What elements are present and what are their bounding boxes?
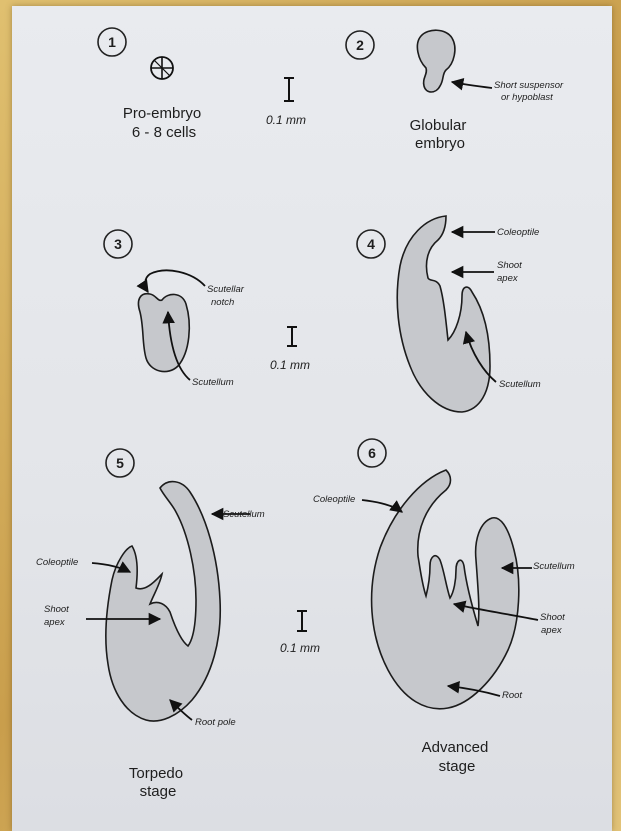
pro-embryo-cell-icon (151, 57, 173, 79)
stage-5-caption-line-1: Torpedo (129, 765, 183, 782)
page-sheet: 1 Pro-embryo 6 - 8 cells 0.1 mm 2 Short … (12, 6, 612, 831)
stage-2: 2 Short suspensor or hypoblast Globular … (346, 30, 564, 152)
scale-bar-1-label: 0.1 mm (266, 113, 306, 127)
shoot-apex-label-5-line-2: apex (44, 617, 66, 628)
shoot-apex-label-4-line-2: apex (497, 273, 519, 284)
stage-1: 1 Pro-embryo 6 - 8 cells (98, 28, 201, 141)
scale-bar-3-label: 0.1 mm (280, 641, 320, 655)
root-label: Root (502, 690, 522, 701)
stage-1-number: 1 (108, 34, 116, 50)
stage-6-number: 6 (368, 445, 376, 461)
scutellum-label-5: Scutellum (223, 509, 265, 520)
short-suspensor-label-line-1: Short suspensor (494, 80, 564, 91)
scutellum-label-4: Scutellum (499, 379, 541, 390)
stage-1-caption-line-1: Pro-embryo (123, 105, 201, 122)
stage-6: 6 Coleoptile Scutellum Shoot apex Root A… (313, 439, 575, 775)
shoot-apex-label-5-line-1: Shoot (44, 604, 69, 615)
globular-embryo-shape (417, 30, 454, 92)
short-suspensor-label-line-2: or hypoblast (501, 92, 553, 103)
stage-2-caption-line-2: embryo (415, 135, 465, 152)
coleoptile-arrow-6 (362, 500, 402, 512)
shoot-apex-label-6-line-1: Shoot (540, 612, 565, 623)
stage-3-number: 3 (114, 236, 122, 252)
stage-3-embryo-shape (138, 294, 189, 372)
scale-bar-3: 0.1 mm (280, 611, 320, 655)
root-pole-label: Root pole (195, 717, 236, 728)
coleoptile-label-4: Coleoptile (497, 227, 539, 238)
stage-6-caption-line-2: stage (439, 758, 476, 775)
advanced-embryo-shape (372, 470, 519, 709)
scutellum-label-6: Scutellum (533, 561, 575, 572)
stage-5: 5 Scutellum Coleoptile Shoot apex Root p… (36, 449, 265, 800)
torpedo-embryo-shape (106, 482, 220, 721)
short-suspensor-arrow (452, 82, 492, 88)
scutellar-notch-arrow (145, 270, 205, 292)
scutellar-notch-label-line-1: Scutellar (207, 284, 245, 295)
scale-bar-2-label: 0.1 mm (270, 358, 310, 372)
stage-2-caption-line-1: Globular (410, 117, 467, 134)
scutellum-label-3: Scutellum (192, 377, 234, 388)
scale-bar-2: 0.1 mm (270, 327, 310, 372)
stage-4-embryo-shape (397, 216, 490, 412)
stage-5-number: 5 (116, 455, 124, 471)
embryo-diagram: 1 Pro-embryo 6 - 8 cells 0.1 mm 2 Short … (12, 6, 612, 831)
scale-bar-1: 0.1 mm (266, 78, 306, 127)
stage-2-number: 2 (356, 37, 364, 53)
stage-1-caption-line-2: 6 - 8 cells (132, 124, 196, 141)
coleoptile-label-6: Coleoptile (313, 494, 355, 505)
stage-4: 4 Coleoptile Shoot apex Scutellum (357, 216, 541, 412)
stage-3: 3 Scutellar notch Scutellum (104, 230, 245, 388)
coleoptile-label-5: Coleoptile (36, 557, 78, 568)
stage-4-number: 4 (367, 236, 375, 252)
stage-6-caption-line-1: Advanced (422, 739, 489, 756)
scutellar-notch-label-line-2: notch (211, 297, 234, 308)
shoot-apex-label-4-line-1: Shoot (497, 260, 522, 271)
shoot-apex-label-6-line-2: apex (541, 625, 563, 636)
stage-5-caption-line-2: stage (140, 783, 177, 800)
